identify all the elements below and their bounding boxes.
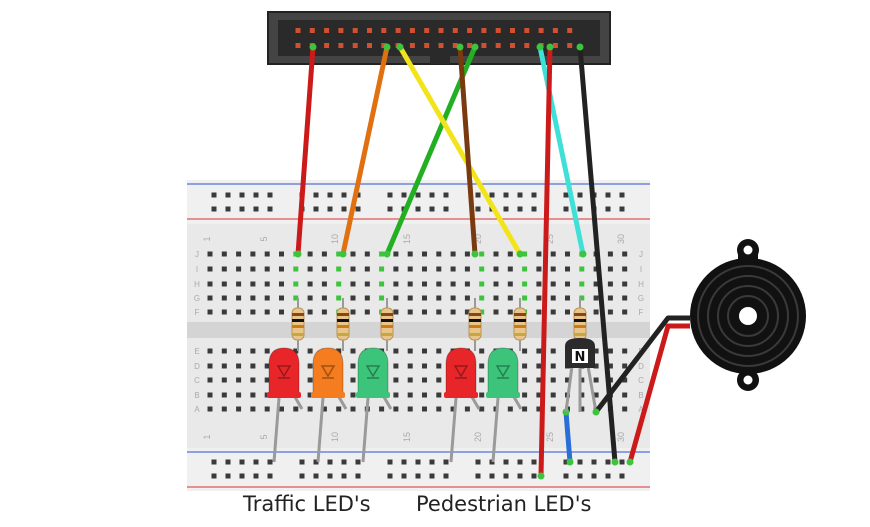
header-pin <box>309 28 315 33</box>
column-number: 25 <box>545 432 555 442</box>
row-letter: D <box>194 362 200 371</box>
row-letter: J <box>639 250 643 259</box>
column-number: 5 <box>259 434 269 439</box>
row-letter: A <box>638 405 644 414</box>
wire-yellow <box>397 44 523 257</box>
column-number: 30 <box>616 234 626 244</box>
header-pin <box>495 43 501 48</box>
header-pin <box>467 43 473 48</box>
breadboard-holes <box>207 192 628 479</box>
column-number: 10 <box>330 234 340 244</box>
column-number: 25 <box>545 234 555 244</box>
header-pin <box>552 28 558 33</box>
header-pin <box>424 43 430 48</box>
header-pin <box>409 28 415 33</box>
transistor-label: N <box>575 350 586 365</box>
row-letter: G <box>194 294 200 303</box>
header-pin <box>367 28 372 33</box>
wire-blue <box>563 409 573 465</box>
header-pin <box>338 28 344 33</box>
header-pin <box>295 28 301 33</box>
header-pin <box>409 43 415 48</box>
header-pin <box>510 43 515 48</box>
row-letter: F <box>639 308 644 317</box>
wire-orange <box>340 44 390 257</box>
pedestrian-green-led <box>487 347 519 397</box>
row-letter: F <box>195 308 200 317</box>
header-pin <box>352 28 358 33</box>
traffic-leds-caption: Traffic LED's <box>243 492 371 516</box>
column-number: 30 <box>616 432 626 442</box>
row-letter: G <box>638 294 644 303</box>
traffic-red-led <box>268 347 300 397</box>
row-letter: E <box>194 347 199 356</box>
row-letter: A <box>194 405 200 414</box>
traffic-green-led <box>357 347 389 397</box>
header-pin <box>510 28 515 33</box>
column-number: 10 <box>330 432 340 442</box>
header-pin <box>567 43 573 48</box>
pedestrian-leds-caption: Pedestrian LED's <box>416 492 592 516</box>
header-pin <box>395 28 401 33</box>
header-pin <box>452 28 458 33</box>
pedestrian-red-led <box>445 347 477 397</box>
header-pin <box>481 28 487 33</box>
header-pin <box>367 43 372 48</box>
header-pin <box>538 28 544 33</box>
header-pin <box>495 28 501 33</box>
npn-transistor: N <box>564 338 598 413</box>
column-number: 20 <box>473 432 483 442</box>
header-pin <box>324 43 330 48</box>
header-pin <box>552 43 558 48</box>
header-pin <box>481 43 487 48</box>
wire-brown <box>457 44 478 257</box>
row-letter: C <box>638 376 644 385</box>
column-number: 15 <box>402 432 412 442</box>
row-letter: J <box>195 250 199 259</box>
header-pin <box>438 28 444 33</box>
header-pin <box>452 43 458 48</box>
row-letter: B <box>194 391 199 400</box>
header-pin <box>567 28 573 33</box>
buzzer-wire-red <box>627 323 690 463</box>
buzzer-wire-black <box>594 315 690 414</box>
header-pin <box>338 43 344 48</box>
row-letter: I <box>196 265 198 274</box>
wire-red <box>295 44 316 257</box>
wire-red-power <box>538 44 553 479</box>
column-number: 1 <box>202 434 212 439</box>
piezo-buzzer <box>690 239 806 391</box>
header-pin <box>295 43 301 48</box>
column-number: 1 <box>202 236 212 241</box>
header-pin <box>352 43 358 48</box>
header-pin <box>524 43 530 48</box>
column-number: 20 <box>473 234 483 244</box>
header-pin <box>438 43 444 48</box>
column-number: 15 <box>402 234 412 244</box>
header-pin <box>524 28 530 33</box>
header-pin <box>424 28 430 33</box>
row-letter: B <box>638 391 643 400</box>
header-pin <box>324 28 330 33</box>
header-pin <box>381 43 387 48</box>
row-letter: D <box>638 362 644 371</box>
gpio-header <box>267 11 611 65</box>
row-letter: H <box>194 280 200 289</box>
row-letter: H <box>638 280 644 289</box>
row-letter: C <box>194 376 200 385</box>
header-pin <box>467 28 473 33</box>
row-letter: I <box>640 265 642 274</box>
column-number: 5 <box>259 236 269 241</box>
traffic-orange-led <box>312 347 344 397</box>
header-pin <box>381 28 387 33</box>
